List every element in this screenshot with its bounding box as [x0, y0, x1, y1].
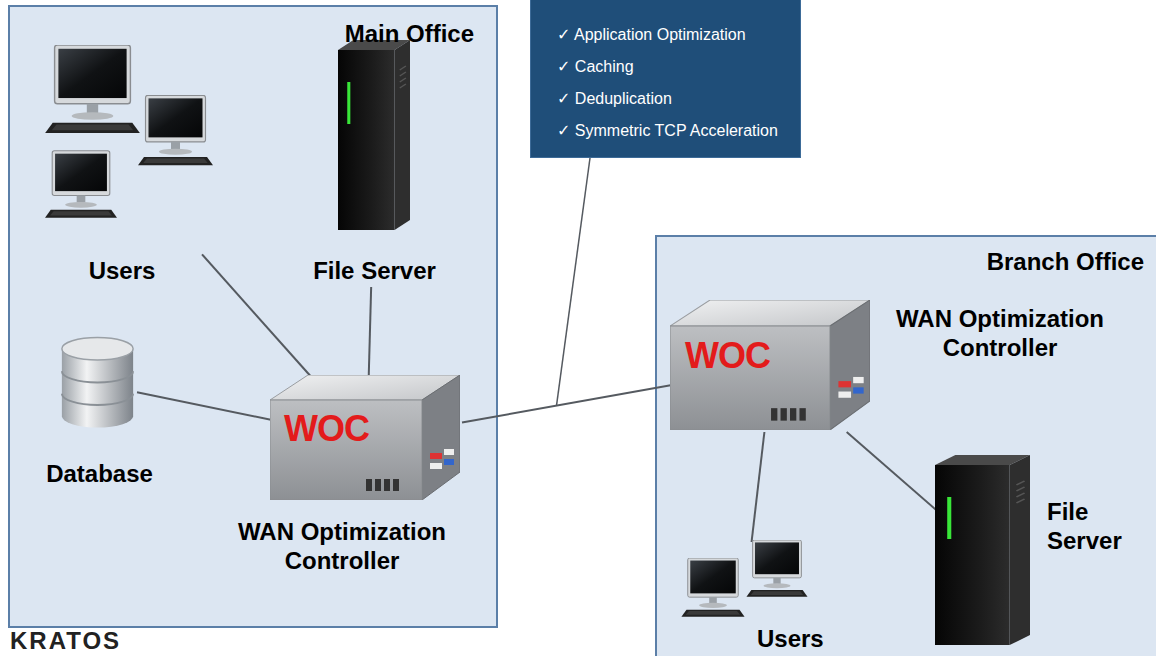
feature-callout: ✓ Application Optimization✓ Caching✓ Ded… [530, 0, 801, 158]
feature-item: ✓ Caching [557, 51, 778, 83]
office-region: Main OfficeUsersFile ServerDatabaseWOCWA… [8, 5, 498, 628]
file-server: File Server [297, 42, 452, 287]
node-label: WAN Optimization Controller [212, 517, 472, 575]
node-label: Users [42, 256, 202, 285]
database: Database [62, 337, 137, 432]
file-server: File Server [937, 457, 1032, 647]
device-brand: WOC [685, 336, 770, 376]
device-brand: WOC [284, 409, 369, 449]
node-label: WAN Optimization Controller [884, 304, 1116, 362]
company-logo: KRATOS [10, 628, 121, 654]
node-label: Database [37, 459, 162, 488]
wan-optimization-controller: WOCWAN Optimization Controller [272, 377, 462, 502]
feature-item: ✓ Symmetric TCP Acceleration [557, 115, 778, 147]
wan-optimization-controller: WOCWAN Optimization Controller [672, 302, 872, 432]
node-label: Main Office [345, 19, 474, 48]
node-label: File Server [1047, 497, 1147, 555]
feature-item: ✓ Application Optimization [557, 19, 778, 51]
users-group: Users [682, 542, 812, 620]
callout-leader [557, 158, 591, 406]
office-region: Branch OfficeWOCWAN Optimization Control… [655, 235, 1156, 656]
node-label: Branch Office [987, 247, 1144, 276]
node-label: Users [757, 624, 837, 653]
node-label: File Server [297, 256, 452, 285]
feature-item: ✓ Deduplication [557, 83, 778, 115]
users-group: Users [42, 42, 202, 287]
